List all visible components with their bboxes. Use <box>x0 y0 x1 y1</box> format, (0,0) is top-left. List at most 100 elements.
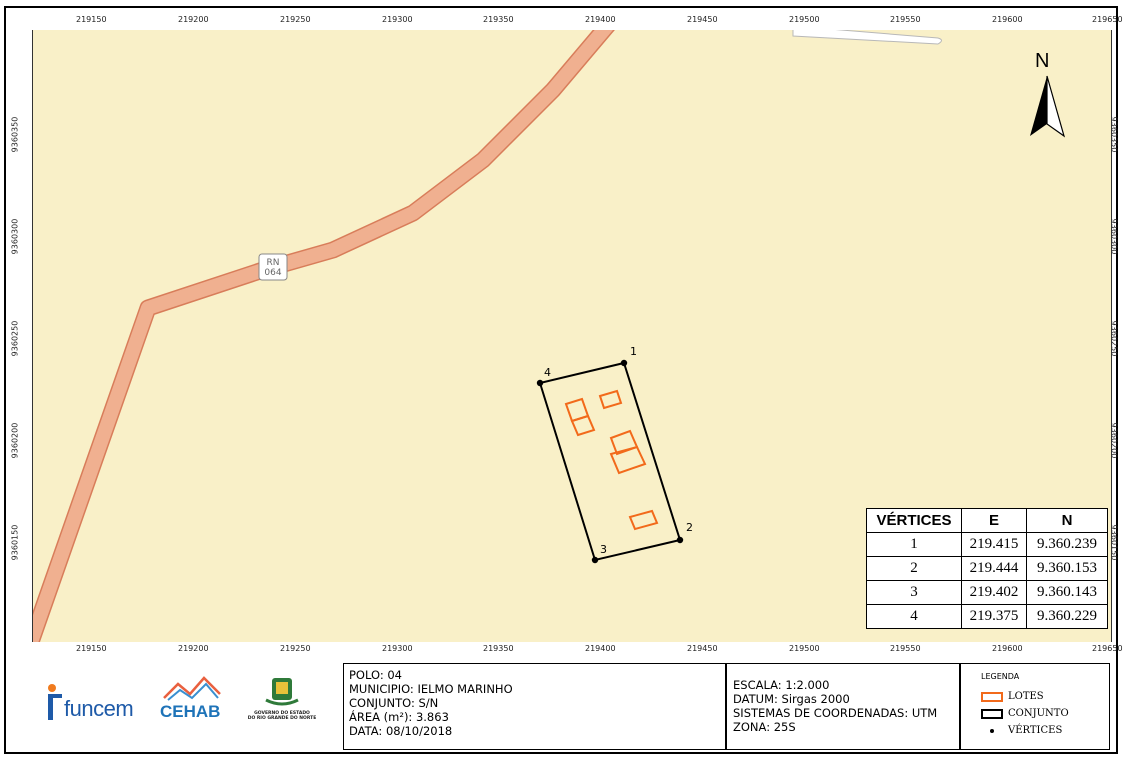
y-tick-left: 9360350 <box>10 116 20 153</box>
y-tick-left: 9360200 <box>10 422 20 459</box>
x-tick-bottom: 219550 <box>890 644 921 653</box>
cell-n: 9.360.239 <box>1026 532 1108 557</box>
header-vertices: VÉRTICES <box>866 508 962 533</box>
cell-vertex: 4 <box>866 604 962 629</box>
legend-lotes-label: LOTES <box>1008 690 1044 702</box>
legend-item-conjunto: CONJUNTO <box>981 705 1089 722</box>
legend-title: LEGENDA <box>981 672 1020 681</box>
info-polo: POLO: 04 <box>349 668 402 682</box>
ifuncem-text: funcem <box>64 696 134 721</box>
x-tick-top: 219450 <box>687 15 718 24</box>
vertex-label-2: 2 <box>686 521 693 534</box>
table-row: 4 219.375 9.360.229 <box>866 604 1108 629</box>
info-conjunto: CONJUNTO: S/N <box>349 696 439 710</box>
x-tick-bottom: 219300 <box>382 644 413 653</box>
vertex-2[interactable] <box>676 536 684 544</box>
y-tick-left: 9360300 <box>10 218 20 255</box>
vertex-1[interactable] <box>620 359 628 367</box>
info-box: POLO: 04 MUNICIPIO: IELMO MARINHO CONJUN… <box>343 663 726 750</box>
road-white <box>792 30 942 45</box>
x-tick-top: 219500 <box>789 15 820 24</box>
legend-box: LEGENDA LOTES CONJUNTO VÉRTICES <box>960 663 1110 750</box>
lote-3[interactable] <box>598 389 623 410</box>
x-tick-bottom: 219350 <box>483 644 514 653</box>
x-tick-top: 219400 <box>585 15 616 24</box>
y-tick-left: 9360250 <box>10 320 20 357</box>
logo-ifuncem: funcem <box>38 684 150 728</box>
cell-n: 9.360.143 <box>1026 580 1108 605</box>
vertex-4[interactable] <box>536 379 544 387</box>
cehab-text: CEHAB <box>160 702 221 721</box>
info-municipio: MUNICIPIO: IELMO MARINHO <box>349 682 513 696</box>
cell-n: 9.360.153 <box>1026 556 1108 581</box>
x-tick-top: 219300 <box>382 15 413 24</box>
cell-e: 219.444 <box>961 556 1027 581</box>
y-tick-left: 9360150 <box>10 524 20 561</box>
legend-conjunto-swatch <box>981 708 1003 719</box>
legend-lotes-swatch <box>981 691 1003 702</box>
vertices-layer: 1 2 3 4 <box>536 345 693 564</box>
vertex-3[interactable] <box>591 556 599 564</box>
legend-vertices-dot-icon <box>981 724 1003 738</box>
lote-5[interactable] <box>609 445 647 475</box>
cehab-roof-icon <box>163 676 221 701</box>
north-label: N <box>1035 50 1050 72</box>
map-frame <box>4 6 1118 754</box>
vertices-table-header: VÉRTICES E N <box>866 508 1108 533</box>
cell-e: 219.415 <box>961 532 1027 557</box>
x-tick-bottom: 219400 <box>585 644 616 653</box>
lotes-layer <box>564 389 659 531</box>
x-tick-bottom: 219500 <box>789 644 820 653</box>
legend-conjunto-label: CONJUNTO <box>1008 707 1069 719</box>
legend-item-vertices: VÉRTICES <box>981 722 1089 739</box>
x-tick-bottom: 219650 <box>1092 644 1123 653</box>
x-tick-bottom: 219150 <box>76 644 107 653</box>
x-tick-bottom: 219200 <box>178 644 209 653</box>
road-label-line2: 064 <box>264 268 281 278</box>
cell-e: 219.402 <box>961 580 1027 605</box>
info-zona: ZONA: 25S <box>733 720 796 734</box>
governo-text-1: GOVERNO DO ESTADO <box>254 711 310 716</box>
logo-governo-rn: GOVERNO DO ESTADO DO RIO GRANDE DO NORTE <box>244 674 320 738</box>
header-e: E <box>961 508 1027 533</box>
info-datum: DATUM: Sirgas 2000 <box>733 692 850 706</box>
vertices-table: VÉRTICES E N 1 219.415 9.360.239 2 219.4… <box>866 508 1108 629</box>
lote-2[interactable] <box>570 414 596 437</box>
legend-vertices-label: VÉRTICES <box>1008 724 1063 736</box>
north-arrow-icon <box>1030 75 1066 138</box>
vertex-label-3: 3 <box>600 543 607 556</box>
scale-box: ESCALA: 1:2.000 DATUM: Sirgas 2000 SISTE… <box>726 663 960 750</box>
governo-text-2: DO RIO GRANDE DO NORTE <box>247 716 317 721</box>
road-label-line1: RN <box>267 258 280 268</box>
cell-vertex: 3 <box>866 580 962 605</box>
x-tick-top: 219350 <box>483 15 514 24</box>
info-data: DATA: 08/10/2018 <box>349 724 453 738</box>
table-row: 3 219.402 9.360.143 <box>866 580 1108 605</box>
vertex-label-4: 4 <box>544 366 551 379</box>
legend-item-lotes: LOTES <box>981 688 1089 705</box>
road-rn064-fill <box>33 30 613 642</box>
info-area: ÁREA (m²): 3.863 <box>349 710 449 724</box>
x-tick-top: 219150 <box>76 15 107 24</box>
ifuncem-i-icon <box>48 694 62 720</box>
map-svg: RN 064 1 2 3 4 <box>33 30 1066 642</box>
x-tick-bottom: 219600 <box>992 644 1023 653</box>
header-n: N <box>1026 508 1108 533</box>
road-shield: RN 064 <box>258 253 288 281</box>
cell-vertex: 1 <box>866 532 962 557</box>
vertex-label-1: 1 <box>630 345 637 358</box>
lote-6[interactable] <box>628 509 659 531</box>
x-tick-bottom: 219250 <box>280 644 311 653</box>
rn-coat-of-arms-icon <box>265 678 299 706</box>
table-row: 1 219.415 9.360.239 <box>866 532 1108 557</box>
logo-cehab: CEHAB <box>158 672 228 736</box>
x-tick-top: 219200 <box>178 15 209 24</box>
x-tick-bottom: 219450 <box>687 644 718 653</box>
info-escala: ESCALA: 1:2.000 <box>733 678 830 692</box>
ifuncem-dot-icon <box>48 684 56 692</box>
x-tick-top: 219650 <box>1092 15 1123 24</box>
x-tick-top: 219550 <box>890 15 921 24</box>
cell-e: 219.375 <box>961 604 1027 629</box>
x-tick-top: 219600 <box>992 15 1023 24</box>
cell-n: 9.360.229 <box>1026 604 1108 629</box>
